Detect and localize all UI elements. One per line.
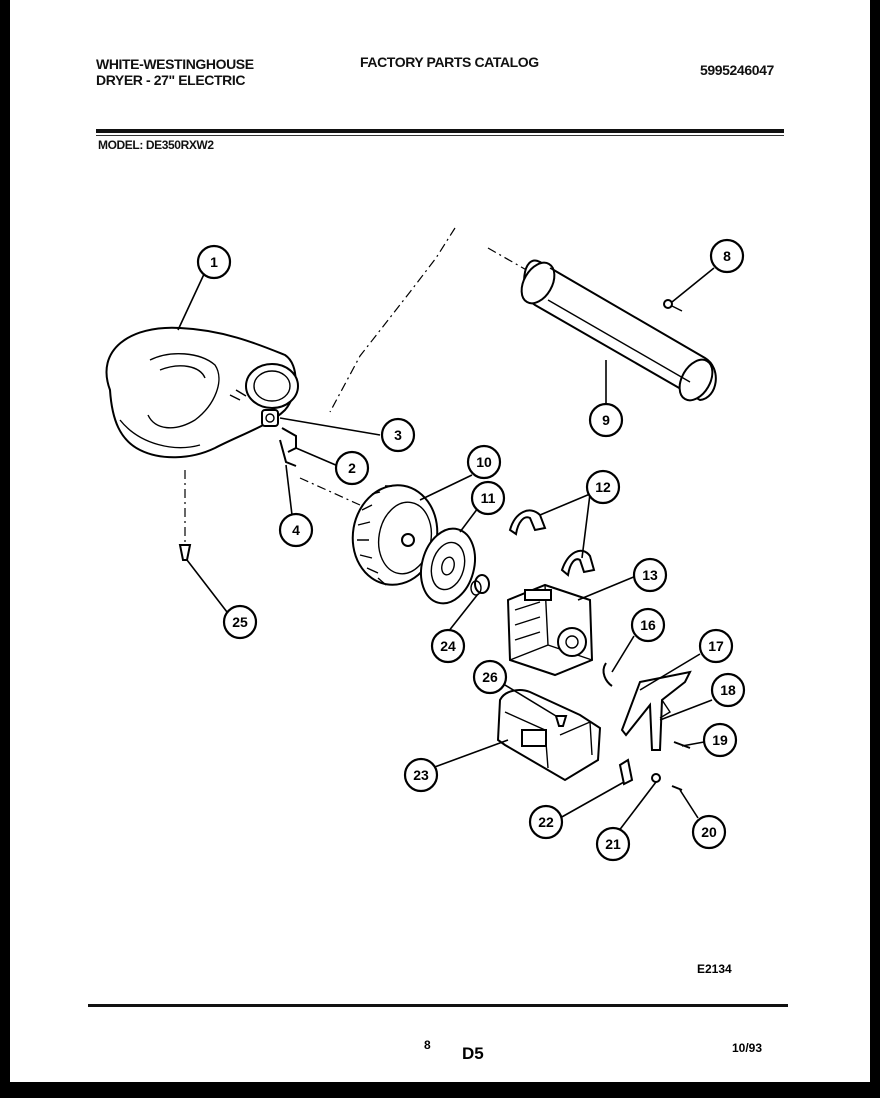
callout-3: 3	[380, 417, 416, 453]
header-rule	[96, 129, 784, 133]
scan-border-right	[870, 0, 880, 1098]
callout-19: 19	[702, 722, 738, 758]
callout-25: 25	[222, 604, 258, 640]
catalog-title: FACTORY PARTS CATALOG	[360, 54, 539, 70]
footer-rule	[88, 1004, 788, 1007]
callout-1: 1	[196, 244, 232, 280]
assembly-center-line	[329, 227, 456, 413]
svg-text:11: 11	[481, 490, 496, 506]
duct-axis-line	[487, 247, 531, 273]
callout-10: 10	[466, 444, 502, 480]
svg-text:25: 25	[232, 614, 248, 630]
blower-axis-line	[299, 477, 361, 506]
screw-part-20	[671, 785, 683, 791]
callout-24: 24	[430, 628, 466, 664]
svg-text:9: 9	[602, 412, 610, 428]
callout-21: 21	[595, 826, 631, 862]
svg-text:4: 4	[292, 522, 300, 538]
leader-lines	[177, 267, 715, 833]
blower-wheel-part	[351, 484, 439, 586]
page-number: 8	[424, 1038, 431, 1052]
exhaust-duct-part	[520, 259, 717, 402]
washer-part-21	[651, 773, 661, 783]
motor-mount-part	[496, 689, 602, 782]
callout-16: 16	[630, 607, 666, 643]
svg-text:1: 1	[210, 254, 218, 270]
svg-text:20: 20	[701, 824, 717, 840]
screw-part-26	[554, 715, 568, 727]
clip-part-2	[281, 427, 297, 453]
svg-text:2: 2	[348, 460, 356, 476]
svg-text:13: 13	[642, 567, 658, 583]
clip-part-16	[602, 662, 613, 687]
screw-part-25	[178, 544, 192, 561]
svg-text:3: 3	[394, 427, 402, 443]
spring-part-22	[618, 758, 634, 786]
clamp-part-lower	[560, 549, 596, 577]
svg-text:23: 23	[413, 767, 429, 783]
callout-8: 8	[709, 238, 745, 274]
section-code: D5	[462, 1044, 484, 1063]
callout-11: 11	[470, 480, 506, 516]
svg-text:22: 22	[538, 814, 554, 830]
seal-plate-part	[420, 527, 476, 605]
callout-26: 26	[472, 659, 508, 695]
header-rule-thin	[96, 135, 784, 136]
clamp-part-upper	[508, 509, 547, 536]
brand-name: WHITE-WESTINGHOUSE	[96, 56, 254, 72]
svg-text:19: 19	[712, 732, 728, 748]
svg-text:26: 26	[482, 669, 498, 685]
figure-id: E2134	[697, 962, 732, 976]
clip-part-4	[279, 439, 297, 467]
model-number: DE350RXW2	[145, 138, 214, 152]
callout-17: 17	[698, 628, 734, 664]
model-line: MODEL: DE350RXW2	[98, 137, 214, 153]
coupling-part	[470, 574, 490, 596]
callout-12: 12	[585, 469, 621, 505]
product-description: DRYER - 27" ELECTRIC	[96, 72, 246, 88]
bearing-part	[261, 409, 279, 427]
idler-arm-part	[620, 670, 692, 751]
svg-text:24: 24	[440, 638, 456, 654]
svg-text:17: 17	[708, 638, 724, 654]
callout-20: 20	[691, 814, 727, 850]
callout-9: 9	[588, 402, 624, 438]
svg-text:16: 16	[640, 617, 656, 633]
svg-text:10: 10	[476, 454, 492, 470]
callout-18: 18	[710, 672, 746, 708]
callout-4: 4	[278, 512, 314, 548]
callout-22: 22	[528, 804, 564, 840]
svg-text:18: 18	[720, 682, 736, 698]
catalog-number: 5995246047	[700, 62, 774, 78]
motor-part	[506, 583, 594, 677]
revision-date: 10/93	[732, 1041, 763, 1055]
model-label: MODEL:	[98, 138, 143, 152]
svg-text:12: 12	[595, 479, 611, 495]
screw-part-19	[673, 741, 691, 749]
callout-13: 13	[632, 557, 668, 593]
screw-part-8	[663, 299, 683, 312]
blower-housing-part	[105, 326, 299, 459]
scan-border-left	[0, 0, 10, 1098]
svg-text:21: 21	[605, 836, 621, 852]
svg-text:8: 8	[723, 248, 731, 264]
callout-23: 23	[403, 757, 439, 793]
callout-2: 2	[334, 450, 370, 486]
scan-border-bottom	[0, 1082, 880, 1098]
